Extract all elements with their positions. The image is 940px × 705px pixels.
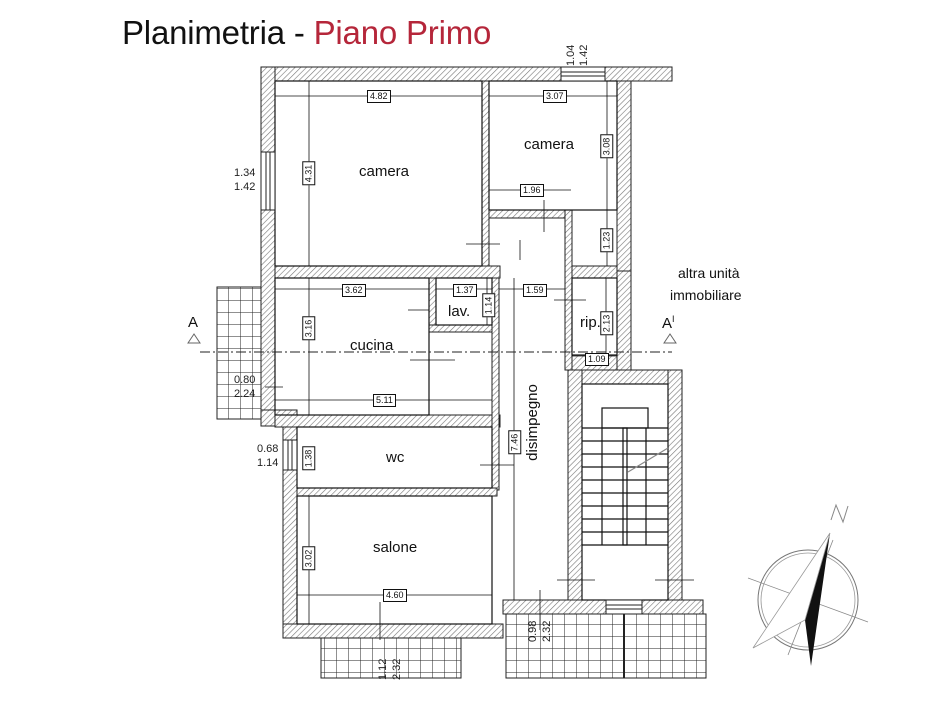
section-mark-right-suffix: I	[672, 314, 675, 324]
opening-camera-window-height: 1.42	[234, 181, 256, 193]
dim-rip-width: 1.09	[585, 353, 609, 366]
dim-lav-depth: 1.14	[482, 293, 496, 318]
dim-rip-depth: 2.13	[600, 311, 614, 336]
room-label-rip: rip.	[580, 314, 601, 331]
opening-wc-window-height: 1.14	[257, 457, 279, 469]
dim-corridor-width: 1.59	[523, 284, 547, 297]
dim-camera-2-depth: 3.08	[600, 134, 614, 159]
room-label-salone: salone	[373, 539, 418, 556]
opening-wc-window-width: 0.68	[257, 443, 279, 455]
dim-camera-2-return: 1.23	[600, 228, 614, 253]
opening-entry-door-height: 2.32	[541, 620, 553, 642]
opening-entry-door-width: 0.98	[527, 620, 539, 642]
opening-cucina-door-width: 0.80	[234, 374, 256, 386]
dim-disimpegno-length: 7.46	[508, 430, 522, 455]
staircase	[582, 407, 669, 546]
dim-lav-width: 1.37	[453, 284, 477, 297]
opening-top-window-height: 1.42	[578, 44, 590, 66]
room-label-disimpegno: disimpegno	[523, 384, 541, 461]
compass-icon	[747, 503, 869, 666]
room-label-camera-2: camera	[524, 136, 575, 153]
dim-camera-2-width: 3.07	[543, 90, 567, 103]
room-label-wc: wc	[386, 449, 405, 466]
opening-cucina-door-height: 2.24	[234, 388, 256, 400]
dim-cucina-depth: 3.16	[302, 316, 316, 341]
dim-camera-2-partial: 1.96	[520, 184, 544, 197]
title-accent: Piano Primo	[313, 14, 492, 51]
dim-cucina-width: 3.62	[342, 284, 366, 297]
opening-top-window-width: 1.04	[565, 44, 577, 66]
room-label-camera-1: camera	[359, 163, 410, 180]
opening-salone-door-width: 1.12	[377, 658, 389, 680]
opening-camera-window-width: 1.34	[234, 167, 256, 179]
section-mark-right: AI	[662, 314, 675, 332]
dim-camera-1-depth: 4.31	[302, 161, 316, 186]
opening-salone-door-height: 2.32	[391, 658, 403, 680]
dim-cucina-full: 5.11	[373, 394, 396, 407]
dim-wc-depth: 1.38	[302, 446, 316, 471]
room-label-lav: lav.	[448, 303, 471, 320]
dim-camera-1-width: 4.82	[367, 90, 391, 103]
section-mark-left: A	[188, 314, 199, 331]
neighbor-label-line1: altra unità	[678, 265, 740, 281]
dim-salone-depth: 3.02	[302, 546, 316, 571]
page-title: Planimetria - Piano Primo	[122, 14, 491, 52]
title-prefix: Planimetria -	[122, 14, 314, 51]
room-label-cucina: cucina	[350, 337, 394, 354]
interior-walls	[274, 80, 618, 497]
neighbor-label-line2: immobiliare	[670, 287, 742, 303]
dim-salone-width: 4.60	[383, 589, 407, 602]
section-mark-right-letter: A	[662, 315, 673, 332]
